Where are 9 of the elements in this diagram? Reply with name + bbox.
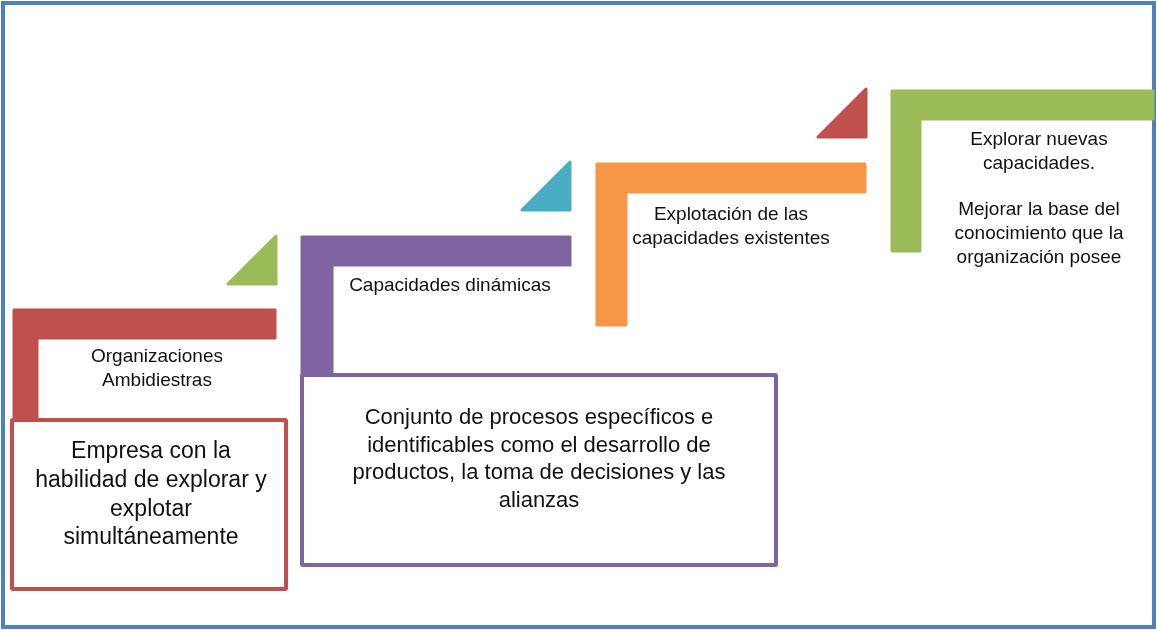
step-label: Explorar nuevas capacidades. [969, 127, 1109, 175]
description-box [10, 418, 288, 591]
step-label: Mejorar la base del conocimiento que la organización posee [953, 197, 1125, 269]
description-text: Empresa con la habilidad de explorar y explotar simultáneamente [34, 436, 268, 551]
step-label: Capacidades dinámicas [348, 273, 552, 297]
step-label: Organizaciones Ambidiestras [90, 344, 224, 392]
step-label: Explotación de las capacidades existentes [631, 202, 831, 250]
description-text: Conjunto de procesos específicos e identificables como el desarrollo de productos, la toma de decisiones y las alianzas [351, 403, 727, 513]
description-box [300, 373, 778, 567]
